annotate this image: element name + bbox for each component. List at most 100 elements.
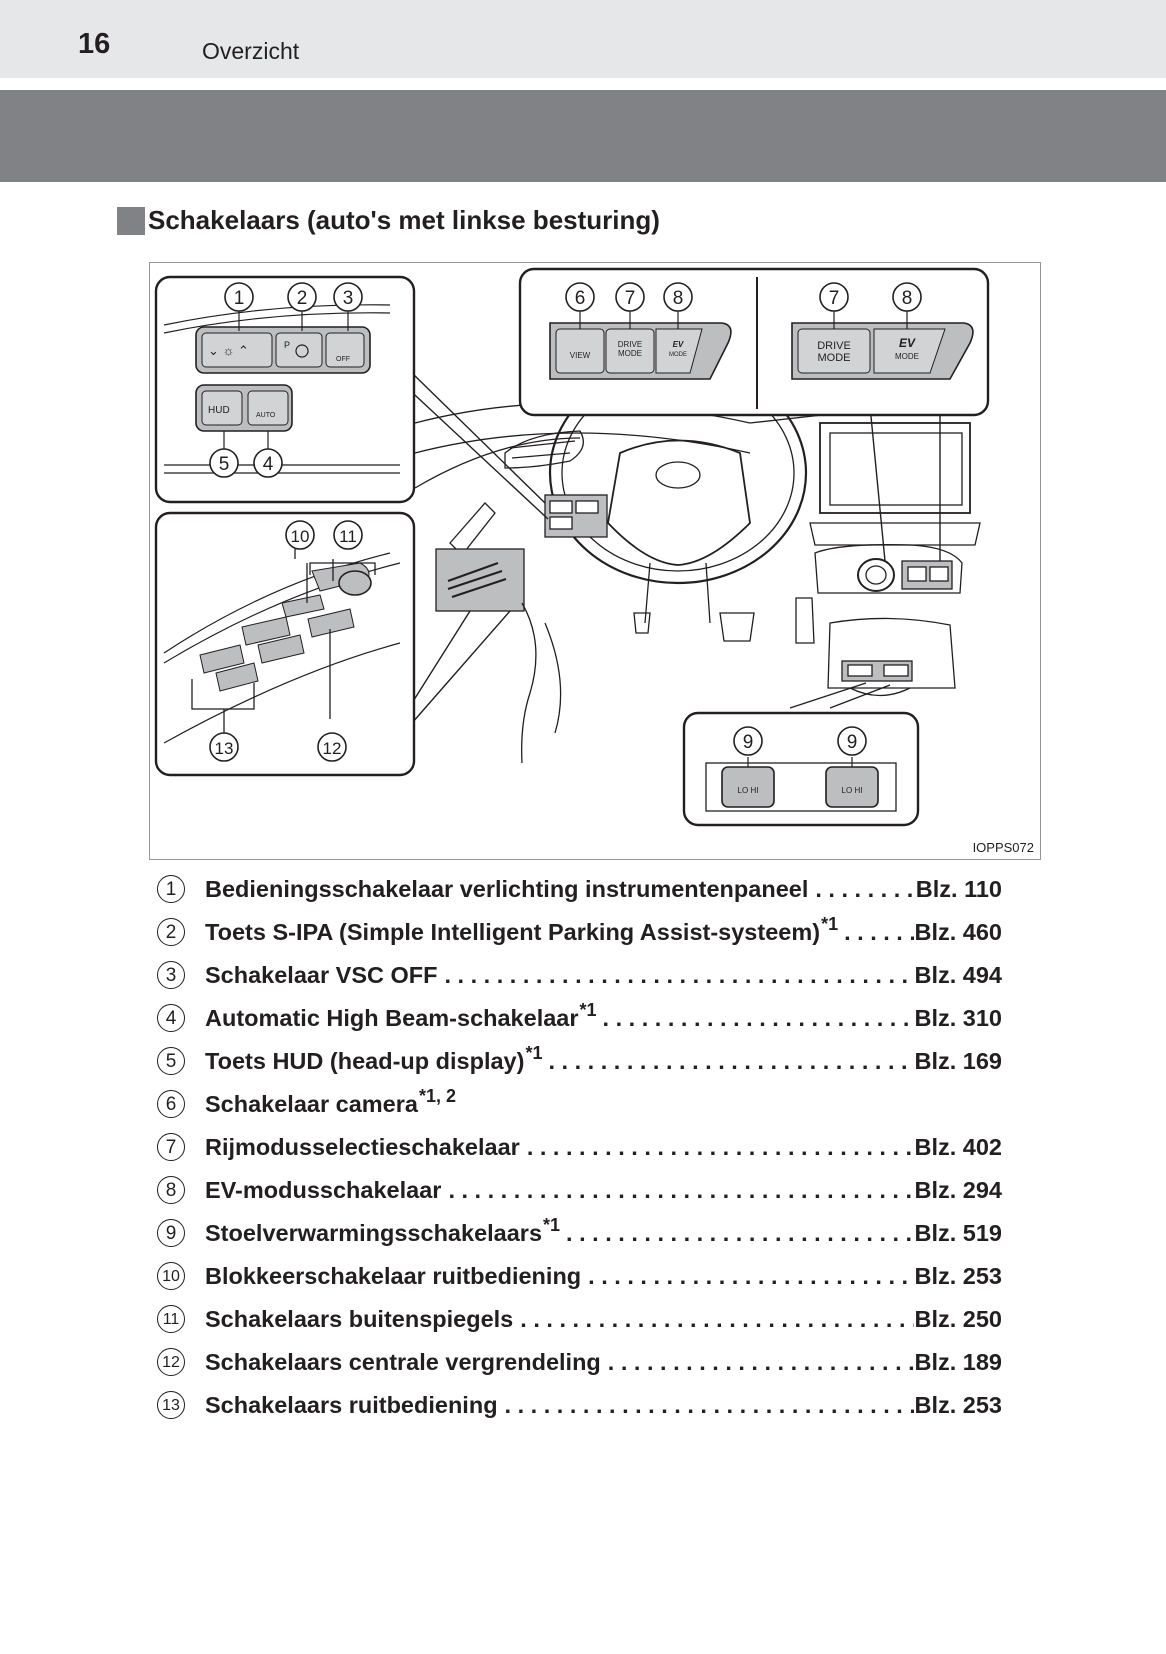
legend-row: 3 Schakelaar VSC OFF Blz. 494 xyxy=(157,952,1002,995)
legend-row: 1 Bedieningsschakelaar verlichting instru… xyxy=(157,866,1002,909)
callout-9a: 9 xyxy=(733,726,763,756)
item-number: 11 xyxy=(157,1305,185,1333)
page-ref[interactable]: Blz. 110 xyxy=(915,876,1002,902)
page-ref[interactable]: Blz. 253 xyxy=(914,1263,1002,1289)
svg-text:LO HI: LO HI xyxy=(842,786,863,795)
svg-text:⌄ ☼ ⌃: ⌄ ☼ ⌃ xyxy=(208,343,249,358)
leader-dots xyxy=(514,1306,914,1333)
item-label: EV-modusschakelaar xyxy=(205,1177,442,1203)
item-label: Schakelaars buitenspiegels xyxy=(205,1306,514,1332)
svg-text:OFF: OFF xyxy=(336,356,350,363)
item-label: Schakelaar camera xyxy=(205,1091,418,1117)
switches-illustration: ⌄ ☼ ⌃ P OFF HUD AUTO 1 2 3 5 4 VIEW DRIV… xyxy=(149,262,1041,860)
page-ref[interactable]: Blz. 250 xyxy=(914,1306,1002,1332)
svg-text:11: 11 xyxy=(339,527,357,546)
section-heading: Schakelaars (auto's met linkse besturing… xyxy=(117,205,660,236)
item-number: 4 xyxy=(157,1004,185,1032)
page-ref[interactable]: Blz. 402 xyxy=(914,1134,1002,1160)
page-ref[interactable]: Blz. 310 xyxy=(914,1005,1002,1031)
callout-11: 11 xyxy=(333,520,363,550)
page-ref[interactable]: Blz. 294 xyxy=(914,1177,1002,1203)
item-label: Rijmodusselectieschakelaar xyxy=(205,1134,520,1160)
inset-door-switches xyxy=(154,511,416,777)
section-title: Overzicht xyxy=(202,38,300,64)
svg-text:EV: EV xyxy=(899,336,916,350)
svg-text:8: 8 xyxy=(902,288,913,309)
svg-text:8: 8 xyxy=(673,288,684,309)
item-label: Stoelverwarmingsschakelaars xyxy=(205,1220,543,1246)
inset-panel-switches: ⌄ ☼ ⌃ P OFF HUD AUTO xyxy=(154,275,416,504)
callout-10: 10 xyxy=(285,520,315,550)
leader-dots xyxy=(838,919,914,946)
callout-7b: 7 xyxy=(819,282,849,312)
item-label: Bedieningsschakelaar verlichting instrum… xyxy=(205,876,809,902)
svg-text:9: 9 xyxy=(743,732,754,753)
cockpit-drawing xyxy=(414,361,981,764)
svg-text:LO HI: LO HI xyxy=(738,786,759,795)
item-footnote: *1 xyxy=(821,914,839,934)
leader-dots xyxy=(597,1005,915,1032)
heading-marker xyxy=(117,206,145,235)
legend-row: 9 Stoelverwarmingsschakelaars*1 Blz. 519 xyxy=(157,1210,1002,1253)
legend-row: 7RijmodusselectieschakelaarBlz. 402 xyxy=(157,1124,1002,1167)
page-ref[interactable]: Blz. 253 xyxy=(914,1392,1002,1418)
leader-lines xyxy=(401,372,941,724)
header-band xyxy=(0,90,1166,182)
svg-text:MODE: MODE xyxy=(895,352,919,361)
item-number: 9 xyxy=(157,1219,185,1247)
leader-dots xyxy=(521,1134,915,1161)
figure-code: IOPPS072 xyxy=(972,840,1034,855)
svg-text:EV: EV xyxy=(673,340,684,349)
svg-text:7: 7 xyxy=(625,288,636,309)
svg-text:5: 5 xyxy=(219,454,230,475)
leader-dots xyxy=(442,1177,914,1204)
item-number: 1 xyxy=(157,875,185,903)
item-footnote: *1 xyxy=(579,1000,597,1020)
leader-dots xyxy=(499,1392,915,1419)
callout-2: 2 xyxy=(287,282,317,312)
leader-dots xyxy=(809,876,915,903)
callout-8b: 8 xyxy=(892,282,922,312)
item-label: Toets HUD (head-up display) xyxy=(205,1048,525,1074)
svg-text:DRIVE: DRIVE xyxy=(618,340,642,349)
svg-text:AUTO: AUTO xyxy=(256,412,276,419)
callout-1: 1 xyxy=(224,282,254,312)
item-number: 10 xyxy=(157,1262,185,1290)
legend-row: 11 Schakelaars buitenspiegels Blz. 250 xyxy=(157,1296,1002,1339)
page-ref[interactable]: Blz. 189 xyxy=(914,1349,1002,1375)
svg-text:3: 3 xyxy=(343,288,354,309)
svg-text:9: 9 xyxy=(847,732,858,753)
item-footnote: *1 xyxy=(543,1215,561,1235)
callout-5: 5 xyxy=(209,448,239,478)
svg-text:P: P xyxy=(284,340,290,350)
svg-text:MODE: MODE xyxy=(618,349,642,358)
item-number: 3 xyxy=(157,961,185,989)
svg-text:2: 2 xyxy=(297,288,308,309)
svg-text:MODE: MODE xyxy=(669,352,687,358)
page-ref[interactable]: Blz. 494 xyxy=(914,962,1002,988)
callout-7a: 7 xyxy=(615,282,645,312)
heading-text: Schakelaars (auto's met linkse besturing… xyxy=(148,205,660,235)
leader-dots xyxy=(582,1263,914,1290)
callout-9b: 9 xyxy=(837,726,867,756)
page-ref[interactable]: Blz. 460 xyxy=(914,919,1002,945)
svg-text:13: 13 xyxy=(215,739,234,758)
callout-3: 3 xyxy=(333,282,363,312)
leader-dots xyxy=(560,1220,914,1247)
callout-13: 13 xyxy=(209,732,239,762)
page-ref[interactable]: Blz. 519 xyxy=(914,1220,1002,1246)
page-ref[interactable]: Blz. 169 xyxy=(914,1048,1002,1074)
svg-text:4: 4 xyxy=(263,454,274,475)
switch-legend: 1 Bedieningsschakelaar verlichting instru… xyxy=(157,866,1002,1425)
item-footnote: *1, 2 xyxy=(418,1086,456,1106)
svg-text:6: 6 xyxy=(575,288,586,309)
svg-text:VIEW: VIEW xyxy=(570,351,591,360)
item-label: Schakelaar VSC OFF xyxy=(205,962,438,988)
svg-text:MODE: MODE xyxy=(818,352,851,364)
svg-text:DRIVE: DRIVE xyxy=(817,340,851,352)
item-label: Blokkeerschakelaar ruitbediening xyxy=(205,1263,582,1289)
